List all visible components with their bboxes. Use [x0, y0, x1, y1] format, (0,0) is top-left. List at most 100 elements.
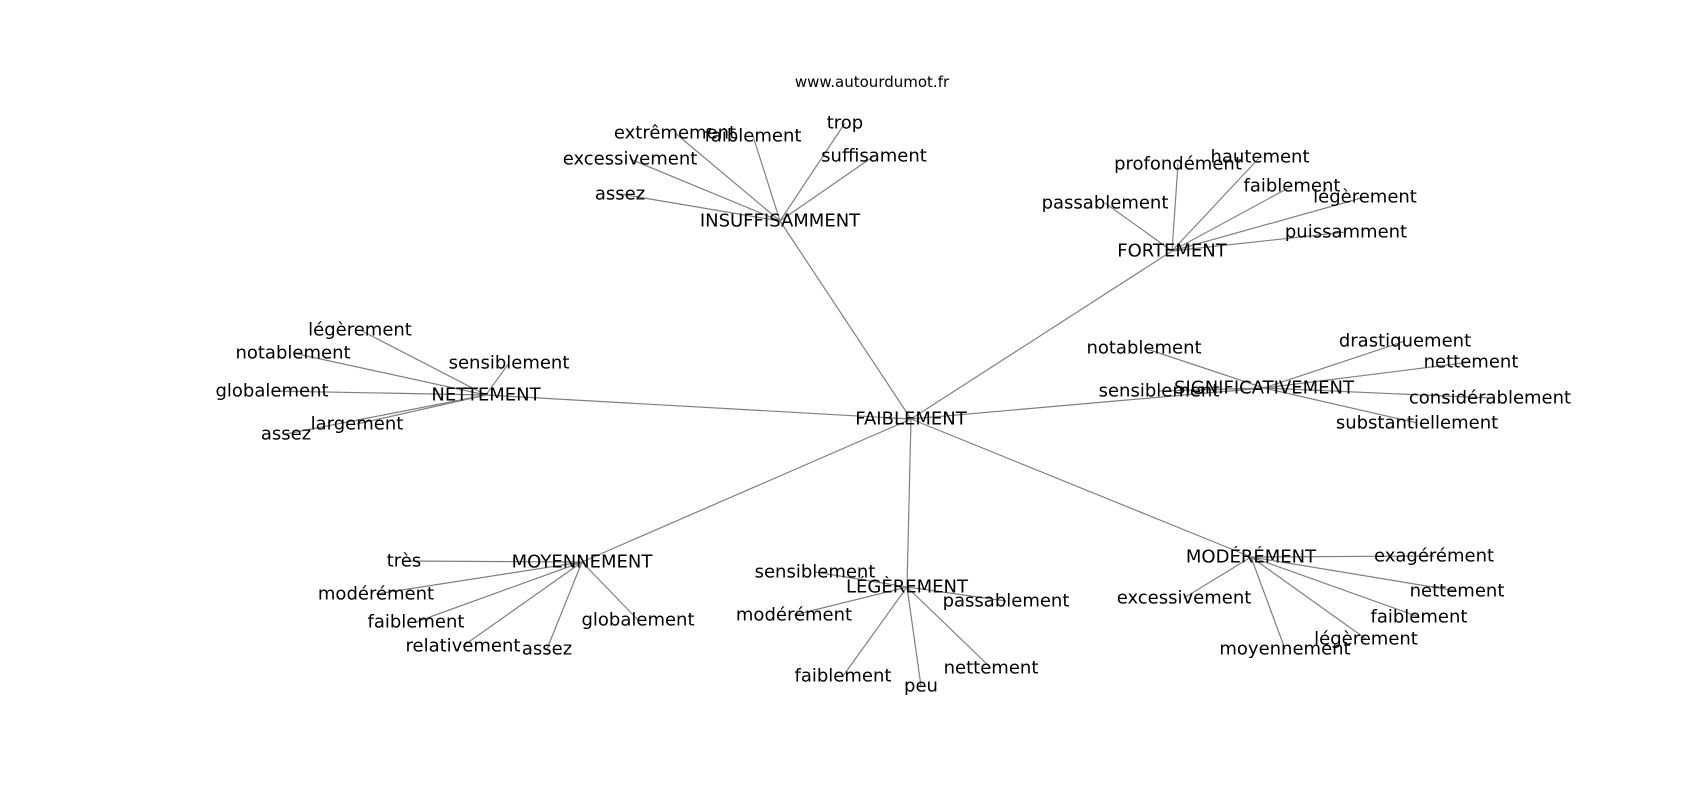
edge-nettement-assez — [285, 394, 487, 435]
node-leaf-moderement-exagerement: exagérément — [1374, 546, 1494, 567]
node-leaf-moyennement-globalement: globalement — [581, 610, 694, 631]
node-leaf-legerement-faiblement: faiblement — [795, 666, 892, 687]
edge-moderement-exagerement — [1250, 555, 1435, 558]
node-leaf-significativement-drastiquement: drastiquement — [1339, 331, 1471, 352]
edge-moderement-faiblement — [1250, 556, 1420, 618]
node-hub-fortement: FORTEMENT — [1117, 241, 1227, 262]
edge-fortement-faiblement — [1171, 185, 1293, 252]
node-leaf-moderement-legerement: légèrement — [1314, 629, 1418, 650]
node-hub-significativement: SIGNIFICATIVEMENT — [1174, 378, 1355, 399]
edge-moyennement-globalement — [581, 561, 639, 621]
edge-legerement-nettement — [906, 586, 992, 669]
node-leaf-fortement-legerement: légèrement — [1313, 187, 1417, 208]
node-leaf-moderement-moyennement: moyennement — [1219, 639, 1350, 660]
node-hub-moyennement: MOYENNEMENT — [512, 552, 654, 573]
node-leaf-moyennement-relativement: relativement — [406, 636, 521, 657]
edge-moyennement-assez — [546, 561, 583, 650]
edge-insuffisamment-faiblement — [752, 135, 781, 222]
node-leaf-fortement-profondement: profondément — [1114, 154, 1242, 175]
node-hub-moderement: MODÉRÉMENT — [1186, 546, 1317, 568]
edge-insuffisamment-trop — [779, 122, 846, 222]
node-leaf-moyennement-faiblement: faiblement — [368, 612, 465, 633]
node-leaf-fortement-faiblement: faiblement — [1244, 176, 1341, 197]
edge-moderement-nettement — [1250, 556, 1458, 592]
edge-significativement-considerablement — [1263, 387, 1491, 399]
node-leaf-moderement-faiblement: faiblement — [1371, 607, 1468, 628]
node-leaf-nettement-assez: assez — [261, 424, 311, 445]
edge-nettement-notablement — [292, 352, 487, 396]
node-leaf-legerement-nettement: nettement — [944, 658, 1039, 679]
edge-moyennement-moderement — [375, 561, 583, 595]
node-leaf-significativement-sensiblement: sensiblement — [1099, 381, 1220, 402]
edge-root-moyennement — [581, 418, 912, 563]
edge-legerement-passablement — [906, 586, 1007, 602]
edge-nettement-largement — [356, 394, 487, 425]
edge-insuffisamment-assez — [619, 193, 781, 222]
node-leaf-moyennement-tres: très — [387, 551, 422, 572]
edge-nettement-sensiblement — [485, 362, 510, 396]
edge-moyennement-tres — [403, 560, 583, 563]
edge-significativement-drastiquement — [1263, 340, 1406, 389]
edge-legerement-faiblement — [842, 586, 908, 677]
edge-moderement-legerement — [1250, 556, 1367, 640]
edge-moyennement-relativement — [462, 561, 583, 647]
node-leaf-legerement-sensiblement: sensiblement — [755, 562, 876, 583]
edge-insuffisamment-excessivement — [629, 158, 781, 222]
edge-moyennement-faiblement — [415, 561, 583, 623]
node-leaf-insuffisamment-excessivement: excessivement — [563, 149, 698, 170]
node-leaf-fortement-passablement: passablement — [1042, 193, 1169, 214]
edge-fortement-hautement — [1171, 156, 1261, 252]
node-leaf-moyennement-moderement: modérément — [318, 584, 434, 605]
edge-fortement-passablement — [1104, 202, 1173, 252]
edge-insuffisamment-suffisament — [779, 155, 875, 222]
node-leaf-insuffisamment-trop: trop — [827, 113, 864, 134]
edge-significativement-nettement — [1263, 361, 1472, 389]
node-hub-nettement: NETTEMENT — [431, 385, 541, 406]
node-leaf-fortement-puissamment: puissamment — [1285, 222, 1407, 243]
node-leaf-legerement-passablement: passablement — [943, 591, 1070, 612]
edge-legerement-peu — [906, 586, 922, 687]
node-hub-insuffisamment: INSUFFISAMMENT — [700, 211, 861, 232]
edge-moderement-moyennement — [1250, 556, 1286, 650]
node-leaf-moderement-nettement: nettement — [1410, 581, 1505, 602]
edge-legerement-sensiblement — [814, 571, 908, 588]
node-leaf-insuffisamment-faiblement: faiblement — [705, 126, 802, 147]
node-hub-legerement: LÉGÈREMENT — [846, 576, 969, 598]
edge-moderement-excessivement — [1183, 556, 1252, 599]
node-leaf-insuffisamment-suffisament: suffisament — [821, 146, 927, 167]
node-leaf-insuffisamment-extremement: extrêmement — [614, 123, 736, 144]
node-leaf-nettement-notablement: notablement — [235, 343, 350, 364]
edge-significativement-notablement — [1143, 347, 1265, 389]
edge-significativement-sensiblement — [1158, 387, 1265, 392]
node-leaf-nettement-sensiblement: sensiblement — [449, 353, 570, 374]
edge-fortement-profondement — [1171, 163, 1179, 252]
node-leaf-insuffisamment-assez: assez — [595, 184, 645, 205]
edge-legerement-moderement — [793, 586, 908, 616]
edge-root-nettement — [485, 394, 912, 420]
node-leaf-moderement-excessivement: excessivement — [1117, 588, 1252, 609]
edge-nettement-globalement — [271, 390, 487, 396]
node-leaf-significativement-considerablement: considérablement — [1409, 388, 1571, 409]
node-leaf-significativement-substantiellement: substantiellement — [1336, 413, 1498, 434]
node-leaf-nettement-globalement: globalement — [215, 381, 328, 402]
edge-fortement-puissamment — [1171, 231, 1347, 252]
edge-root-moderement — [910, 418, 1252, 558]
edge-fortement-legerement — [1171, 196, 1366, 252]
node-root-faiblement: FAIBLEMENT — [855, 409, 967, 430]
labels-layer: FAIBLEMENT INSUFFISAMMENT assez excessiveme… — [215, 113, 1571, 697]
edge-root-fortement — [910, 250, 1173, 420]
node-leaf-moyennement-assez: assez — [522, 639, 572, 660]
edge-root-significativement — [910, 387, 1265, 420]
edges-layer — [271, 122, 1491, 687]
edge-root-insuffisamment — [779, 220, 912, 420]
node-leaf-nettement-legerement: légèrement — [308, 320, 412, 341]
edge-significativement-substantiellement — [1263, 387, 1418, 424]
node-leaf-significativement-nettement: nettement — [1424, 352, 1519, 373]
edge-root-legerement — [906, 418, 912, 588]
node-leaf-legerement-moderement: modérément — [736, 605, 852, 626]
source-url: www.autourdumot.fr — [795, 73, 950, 91]
node-leaf-legerement-peu: peu — [904, 676, 938, 697]
edge-insuffisamment-extremement — [674, 132, 781, 222]
edge-nettement-legerement — [359, 329, 487, 396]
